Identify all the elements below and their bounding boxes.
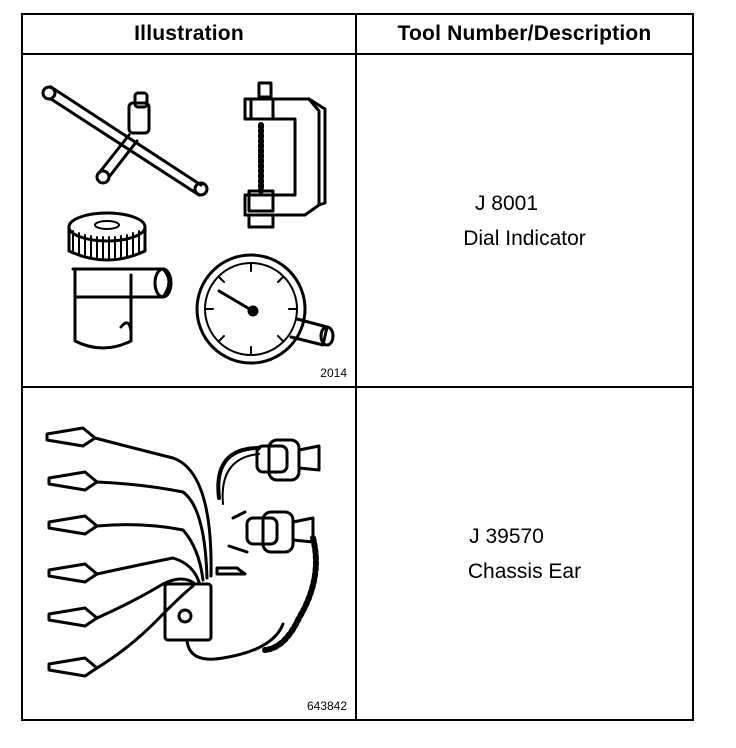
tool-number: J 39570: [469, 524, 544, 548]
table-row: 643842 J 39570 Chassis Ear: [21, 386, 694, 721]
illustration-cell: 643842: [21, 386, 357, 721]
dial-gauge-icon: [195, 253, 335, 365]
figure-number: 2014: [320, 366, 347, 380]
tool-name: Chassis Ear: [467, 559, 582, 583]
earphones-icon: [215, 438, 321, 653]
alligator-clips-icon: [45, 426, 213, 678]
tool-description-cell: J 39570 Chassis Ear: [355, 386, 694, 721]
tool-table: Illustration Tool Number/Description: [21, 13, 694, 721]
chassis-ear-clamps-drawing: [45, 426, 321, 678]
table-row: 2014 J 8001 Dial Indicator: [21, 53, 694, 388]
header-illustration: Illustration: [21, 13, 357, 55]
figure-number: 643842: [306, 699, 347, 713]
header-row: Illustration Tool Number/Description: [21, 13, 694, 55]
tool-number: J 8001: [474, 191, 539, 215]
dial-indicator-set-drawing: [41, 81, 335, 365]
tool-name: Dial Indicator: [463, 226, 586, 250]
c-clamp-icon: [243, 81, 327, 229]
tool-description-cell: J 8001 Dial Indicator: [355, 53, 694, 388]
header-tool-description: Tool Number/Description: [355, 13, 694, 55]
junction-box-icon: [163, 582, 285, 661]
knurled-holder-icon: [67, 211, 173, 350]
illustration-cell: 2014: [21, 53, 357, 388]
cross-handle-icon: [41, 85, 209, 197]
